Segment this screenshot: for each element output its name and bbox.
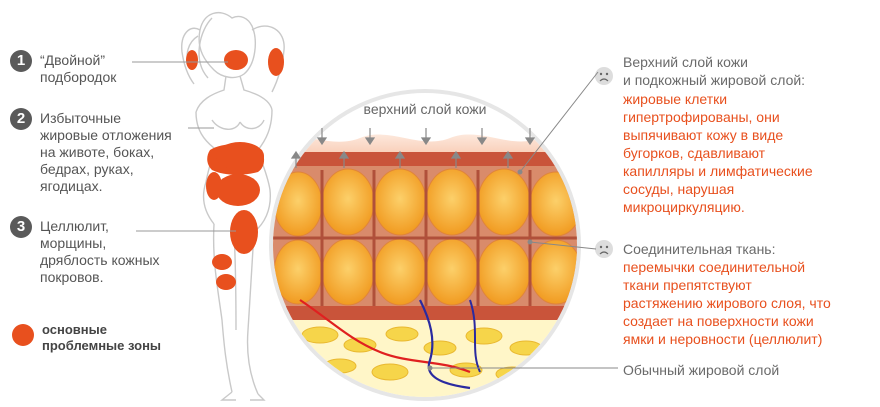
legend-label: основные проблемные зоны bbox=[42, 322, 162, 353]
block1-title: Верхний слой кожи и подкожный жировой сл… bbox=[623, 54, 806, 88]
sad-face-icon bbox=[595, 240, 613, 258]
badge-3: 3 bbox=[10, 216, 32, 238]
badge-2: 2 bbox=[10, 108, 32, 130]
badge-1: 1 bbox=[10, 50, 32, 72]
legend-dot bbox=[12, 324, 34, 346]
fat-cells bbox=[273, 168, 577, 306]
problem-zones bbox=[186, 48, 284, 290]
block2-title: Соединительная ткань: bbox=[623, 241, 776, 257]
woman-figure bbox=[181, 11, 285, 401]
block3-title: Обычный жировой слой bbox=[623, 362, 780, 378]
callout-lines bbox=[427, 71, 618, 371]
connector-lines bbox=[132, 61, 236, 232]
block2-text: перемычки соединительной ткани препятств… bbox=[623, 259, 831, 347]
label-fat-deposits: Избыточные жировые отложения на животе, … bbox=[40, 110, 172, 194]
block1-text: жировые клетки гипертрофированы, они вып… bbox=[623, 91, 813, 215]
label-double-chin: “Двойной” подбородок bbox=[40, 52, 117, 85]
skin-section-circle: верхний слой кожи bbox=[269, 89, 581, 401]
circle-label: верхний слой кожи bbox=[364, 101, 487, 117]
label-cellulite: Целлюлит, морщины, дряблость кожных покр… bbox=[40, 218, 160, 285]
sad-face-icon bbox=[595, 67, 613, 85]
